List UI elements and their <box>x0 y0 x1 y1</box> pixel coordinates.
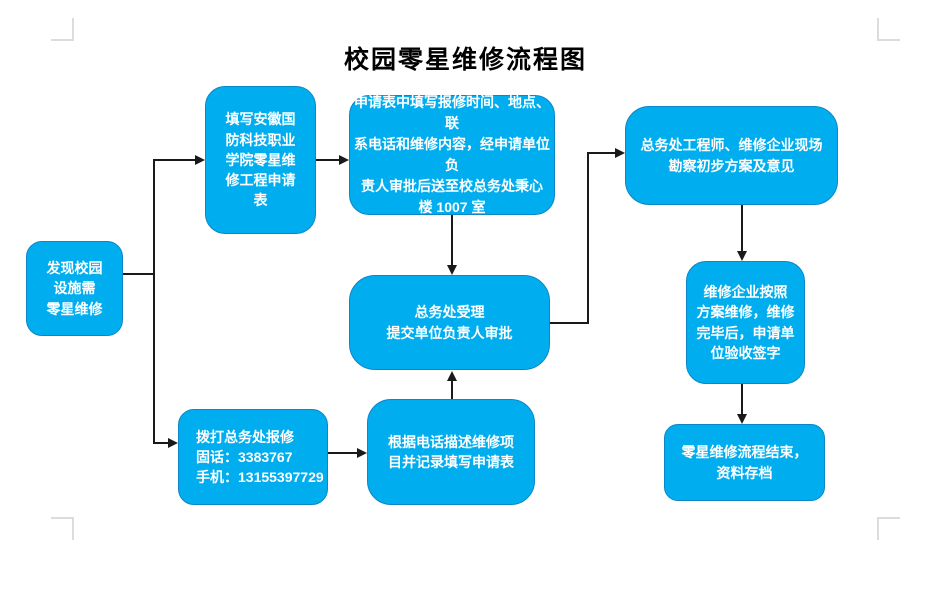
arrowhead-to-details <box>339 155 349 165</box>
connector-details-to-accept <box>451 215 453 265</box>
connector-branch-vertical <box>153 159 155 444</box>
connector-branch-to-fill-form <box>153 159 195 161</box>
arrowhead-to-accept-bottom <box>447 371 457 381</box>
arrowhead-to-end <box>737 414 747 424</box>
node-discover-need: 发现校园 设施需 零星维修 <box>26 241 123 336</box>
page-corner-mark-top-right <box>877 18 900 41</box>
connector-call-to-record <box>328 452 357 454</box>
arrowhead-to-record <box>357 448 367 458</box>
node-call-hotline: 拨打总务处报修 固话：3383767 手机：13155397729 <box>178 409 328 505</box>
arrowhead-to-accept-top <box>447 265 457 275</box>
connector-record-to-accept <box>451 381 453 399</box>
page-corner-mark-bottom-left <box>51 517 74 540</box>
connector-accept-elbow-vertical <box>587 152 589 324</box>
arrowhead-to-repair <box>737 251 747 261</box>
connector-repair-to-end <box>741 384 743 414</box>
page-corner-mark-top-left <box>51 18 74 41</box>
arrowhead-to-survey <box>615 148 625 158</box>
node-process-end-archive: 零星维修流程结束， 资料存档 <box>664 424 825 501</box>
connector-accept-elbow-top <box>587 152 615 154</box>
node-record-by-phone: 根据电话描述维修项 目并记录填写申请表 <box>367 399 535 505</box>
page-title: 校园零星维修流程图 <box>343 47 587 74</box>
node-site-survey: 总务处工程师、维修企业现场 勘察初步方案及意见 <box>625 106 838 205</box>
connector-survey-to-repair <box>741 205 743 251</box>
connector-discover-stem <box>123 273 155 275</box>
connector-fill-form-to-details <box>316 159 339 161</box>
node-fill-application-form: 填写安徽国 防科技职业 学院零星维 修工程申请 表 <box>205 86 316 234</box>
arrowhead-to-fill-form <box>195 155 205 165</box>
node-office-accept: 总务处受理 提交单位负责人审批 <box>349 275 550 370</box>
node-repair-and-sign: 维修企业按照 方案维修，维修 完毕后，申请单 位验收签字 <box>686 261 805 384</box>
node-form-details: 申请表中填写报修时间、地点、联 系电话和维修内容，经申请单位负 责人审批后送至校… <box>349 94 555 215</box>
connector-accept-elbow-bottom <box>550 322 589 324</box>
arrowhead-to-call <box>168 438 178 448</box>
page-corner-mark-bottom-right <box>877 517 900 540</box>
connector-branch-to-call <box>153 442 168 444</box>
